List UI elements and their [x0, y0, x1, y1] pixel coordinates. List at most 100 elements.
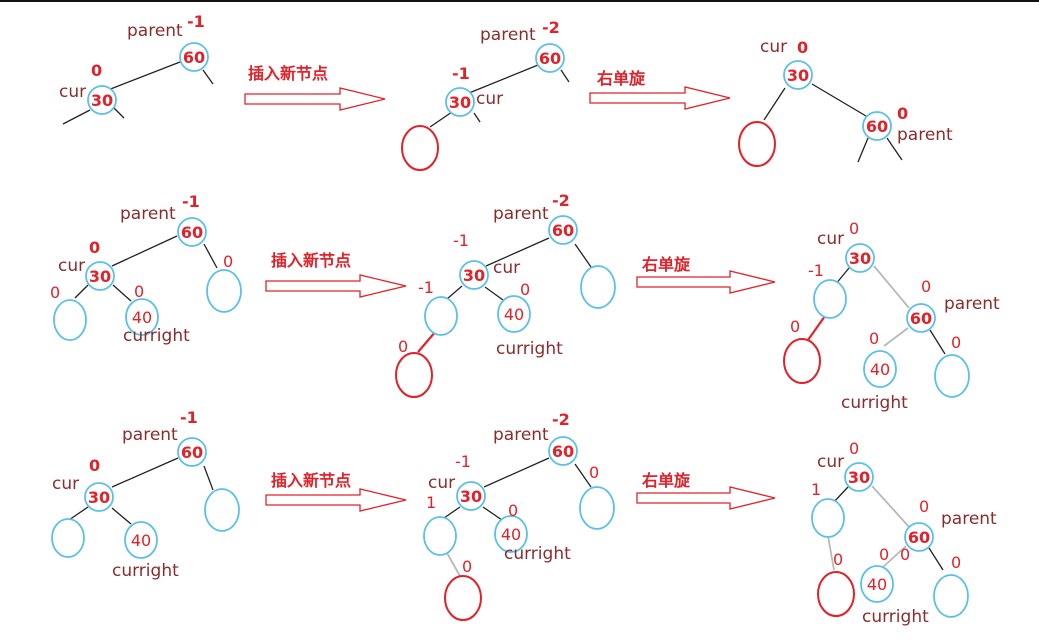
node-60-value: 60 — [908, 528, 930, 547]
bf-label: -1 — [180, 408, 198, 427]
node-40 — [860, 565, 894, 603]
parent-label: parent — [480, 25, 536, 45]
empty-subtree — [933, 574, 969, 618]
node-30-value: 30 — [848, 468, 870, 487]
bf-label: 0 — [520, 280, 530, 299]
node-30-value: 30 — [88, 488, 110, 507]
parent-label: parent — [897, 125, 953, 145]
bf-label: 0 — [91, 61, 102, 80]
insert-node-label: 插入新节点 — [271, 471, 351, 490]
node-60-value: 60 — [910, 309, 932, 328]
parent-label: parent — [493, 425, 549, 445]
row1-panel3: 30 60 cur 0 0 parent — [738, 37, 953, 167]
empty-subtree — [813, 279, 847, 319]
empty-subtree — [580, 265, 616, 309]
parent-label: parent — [120, 204, 176, 224]
node-30 — [84, 482, 114, 512]
curright-label: curright — [123, 326, 190, 346]
bf-label: 1 — [811, 480, 821, 499]
bf-label: 0 — [50, 283, 60, 302]
node-60 — [535, 43, 565, 73]
bf-label: -1 — [455, 452, 471, 471]
row1-panel2: 60 30 parent -2 -1 cur — [401, 18, 570, 171]
node-40-value: 40 — [504, 305, 524, 324]
node-30-value: 30 — [89, 267, 111, 286]
bf-label: 0 — [398, 337, 408, 356]
node-60-value: 60 — [181, 443, 203, 462]
row3-insert-arrow: 插入新节点 — [265, 471, 407, 512]
row2-panel2: 60 30 40 parent -2 -1 cur -1 0 0 currigh… — [395, 191, 616, 398]
bf-label: -1 — [808, 261, 824, 280]
row1-insert-arrow: 插入新节点 — [244, 64, 386, 111]
node-40 — [494, 515, 528, 553]
insert-node-label: 插入新节点 — [271, 251, 351, 270]
bf-label: -1 — [182, 192, 200, 211]
node-60 — [906, 303, 936, 333]
node-40 — [863, 350, 897, 388]
new-node — [444, 575, 482, 621]
node-60 — [177, 437, 207, 467]
cur-label: cur — [59, 82, 86, 102]
new-node — [401, 125, 439, 171]
node-30 — [445, 87, 475, 117]
node-30 — [87, 85, 117, 115]
node-60-value: 60 — [539, 49, 561, 68]
bf-label: 0 — [849, 439, 859, 458]
empty-subtree — [934, 354, 970, 398]
cur-label: cur — [760, 37, 787, 57]
insert-node-label: 插入新节点 — [248, 64, 328, 83]
bf-label: 0 — [900, 545, 910, 564]
node-30 — [456, 481, 486, 511]
parent-label: parent — [127, 21, 183, 41]
cur-label: cur — [817, 452, 844, 472]
row2-insert-arrow: 插入新节点 — [265, 251, 407, 298]
node-40 — [125, 298, 159, 336]
node-60-value: 60 — [552, 442, 574, 461]
node-40-value: 40 — [867, 575, 887, 594]
bf-label: 0 — [89, 238, 100, 257]
right-rotation-label: 右单旋 — [642, 255, 691, 274]
empty-subtree — [579, 486, 615, 530]
parent-label: parent — [944, 294, 1000, 314]
node-30-value: 30 — [787, 66, 809, 85]
bf-label: 0 — [879, 545, 889, 564]
row2-panel3: 30 60 40 cur 0 -1 0 parent 0 0 0 currigh… — [783, 219, 1000, 413]
row3-panel3: 30 60 40 cur 0 1 0 parent 0 0 0 0 currig… — [811, 439, 997, 627]
node-40-value: 40 — [132, 308, 152, 327]
bf-label: 0 — [897, 104, 908, 123]
bf-label: 0 — [589, 463, 599, 482]
bf-label: 0 — [223, 252, 233, 271]
bf-label: 1 — [426, 493, 436, 512]
node-60 — [548, 436, 578, 466]
bf-label: -1 — [453, 231, 469, 250]
node-30 — [783, 60, 813, 90]
cur-label: cur — [493, 258, 520, 278]
bf-label: 0 — [869, 329, 879, 348]
row1-panel1: 60 30 parent -1 cur 0 — [59, 12, 214, 125]
parent-label: parent — [941, 509, 997, 529]
node-60 — [862, 111, 892, 141]
node-30-value: 30 — [449, 93, 471, 112]
node-60 — [904, 522, 934, 552]
bf-label: 0 — [462, 557, 472, 576]
curright-label: curright — [496, 339, 563, 359]
new-node — [817, 571, 855, 617]
node-60 — [179, 42, 209, 72]
empty-subtree — [204, 488, 240, 532]
cur-label: cur — [52, 474, 79, 494]
bf-label: -2 — [542, 18, 560, 37]
parent-label: parent — [493, 204, 549, 224]
row3-panel1: 60 30 40 parent -1 0 cur curright — [51, 408, 240, 581]
node-30-value: 30 — [91, 91, 113, 110]
bf-label: 0 — [797, 38, 808, 57]
curright-label: curright — [841, 393, 908, 413]
node-40 — [497, 295, 531, 333]
node-60-value: 60 — [866, 117, 888, 136]
empty-subtree — [53, 299, 87, 341]
bf-label: 0 — [508, 501, 518, 520]
node-60-value: 60 — [552, 221, 574, 240]
empty-subtree — [206, 269, 242, 313]
bf-label: 0 — [951, 553, 961, 572]
bf-label: 0 — [919, 497, 929, 516]
